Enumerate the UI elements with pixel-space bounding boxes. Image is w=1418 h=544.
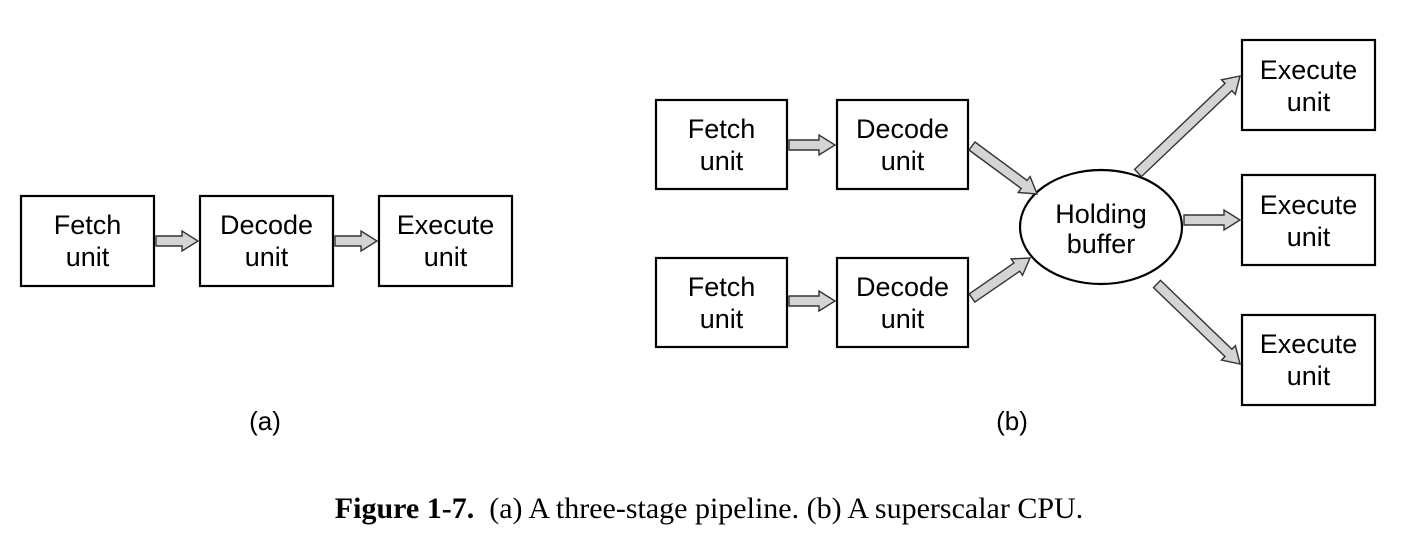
- holding-buffer-label-line1: Holding: [1055, 199, 1147, 229]
- arrow-fetch-top-to-decode-top: [788, 133, 837, 157]
- execute-unit-bottom-label-line2: unit: [1287, 361, 1331, 391]
- panel-b-label: (b): [996, 406, 1028, 436]
- fetch-unit-label-line2: unit: [66, 242, 110, 272]
- execute-unit-bottom-label-line1: Execute: [1260, 329, 1358, 359]
- arrow-buffer-to-execute-bottom: [1152, 279, 1241, 365]
- holding-buffer-label-line2: buffer: [1067, 229, 1136, 259]
- execute-unit-bottom-box: [1240, 313, 1377, 407]
- decode-unit-label-line2: unit: [245, 242, 289, 272]
- panel-b: Fetch unit Decode unit Fetch unit Decode…: [654, 38, 1377, 436]
- execute-unit-box: [377, 194, 514, 288]
- arrow-buffer-to-execute-middle: [1183, 208, 1242, 232]
- execute-unit-middle-label-line1: Execute: [1260, 190, 1358, 220]
- decode-unit-label-line1: Decode: [220, 210, 313, 240]
- execute-unit-label-line2: unit: [424, 242, 468, 272]
- decode-unit-bottom-box: [835, 256, 970, 349]
- decode-unit-bottom-label-line2: unit: [881, 304, 925, 334]
- execute-unit-middle-box: [1240, 173, 1377, 267]
- fetch-unit-top-label-line2: unit: [700, 146, 744, 176]
- execute-unit-top-label-line1: Execute: [1260, 55, 1358, 85]
- fetch-unit-box: [19, 194, 156, 288]
- decode-unit-top-label-line1: Decode: [856, 114, 949, 144]
- decode-unit-bottom-label-line1: Decode: [856, 272, 949, 302]
- arrow-buffer-to-execute-top: [1133, 75, 1241, 178]
- fetch-unit-top-box: [654, 98, 789, 191]
- arrow-decode-bottom-to-buffer: [968, 257, 1032, 304]
- fetch-unit-label-line1: Fetch: [54, 210, 122, 240]
- figure-caption: Figure 1-7. (a) A three-stage pipeline. …: [0, 492, 1418, 526]
- fetch-unit-bottom-box: [654, 256, 789, 349]
- decode-unit-box: [198, 194, 335, 288]
- holding-buffer-ellipse: [1018, 168, 1184, 286]
- figure-number: Figure 1-7.: [334, 492, 475, 525]
- arrow-fetch-bottom-to-decode-bottom: [788, 289, 837, 313]
- arrow-fetch-to-decode: [155, 229, 200, 253]
- arrow-decode-to-execute: [334, 229, 379, 253]
- fetch-unit-bottom-label-line1: Fetch: [688, 272, 756, 302]
- panel-a-label: (a): [249, 406, 281, 436]
- arrow-decode-top-to-buffer: [968, 141, 1039, 195]
- decode-unit-top-box: [835, 98, 970, 191]
- execute-unit-middle-label-line2: unit: [1287, 222, 1331, 252]
- figure-caption-text: (a) A three-stage pipeline. (b) A supers…: [489, 492, 1084, 525]
- execute-unit-top-box: [1240, 38, 1377, 132]
- execute-unit-label-line1: Execute: [397, 210, 495, 240]
- panel-a: Fetch unit Decode unit Execute unit (a): [19, 194, 514, 436]
- decode-unit-top-label-line2: unit: [881, 146, 925, 176]
- fetch-unit-bottom-label-line2: unit: [700, 304, 744, 334]
- fetch-unit-top-label-line1: Fetch: [688, 114, 756, 144]
- execute-unit-top-label-line2: unit: [1287, 87, 1331, 117]
